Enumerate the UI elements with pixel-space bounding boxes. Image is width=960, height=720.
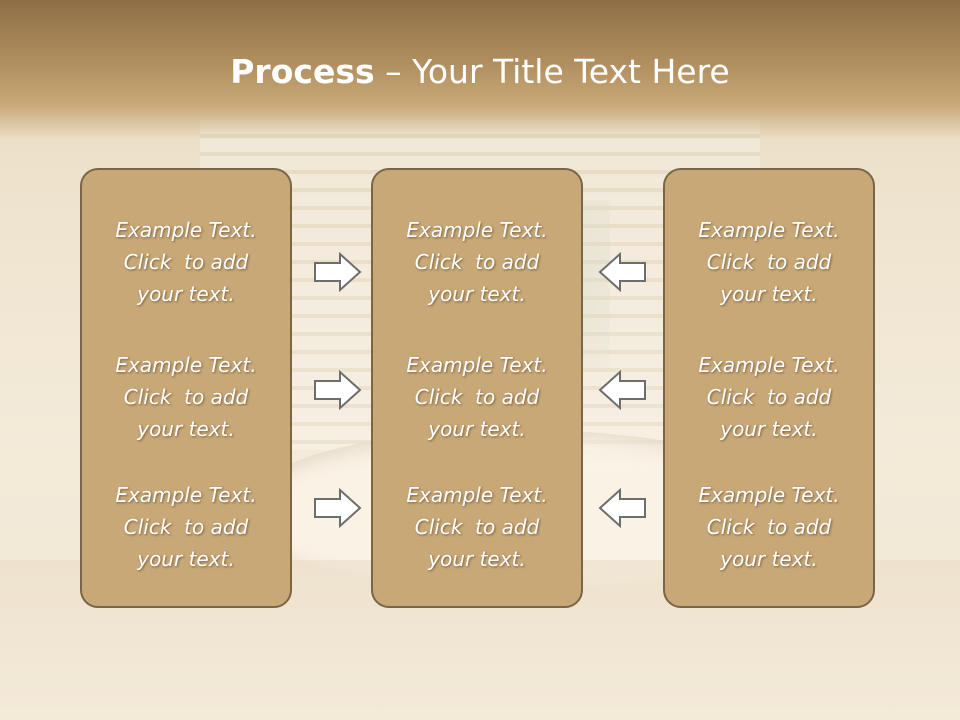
text-line: your text. xyxy=(720,547,818,571)
left-arrow-icon[interactable] xyxy=(597,488,647,528)
text-line: Example Text. xyxy=(406,483,548,507)
process-box-left[interactable]: Example Text. Click to add your text. Ex… xyxy=(80,168,292,608)
text-line: Click to add xyxy=(123,385,249,409)
text-line: Example Text. xyxy=(698,483,840,507)
text-line: Click to add xyxy=(123,515,249,539)
text-line: your text. xyxy=(720,417,818,441)
left-arrow-icon[interactable] xyxy=(597,252,647,292)
text-line: Click to add xyxy=(123,250,249,274)
slide-title[interactable]: Process – Your Title Text Here xyxy=(0,52,960,91)
text-block[interactable]: Example Text. Click to add your text. xyxy=(373,214,581,310)
right-arrow-icon[interactable] xyxy=(313,252,363,292)
right-arrow-icon[interactable] xyxy=(313,488,363,528)
title-bold: Process xyxy=(230,52,375,91)
process-box-middle[interactable]: Example Text. Click to add your text. Ex… xyxy=(371,168,583,608)
title-rest: – Your Title Text Here xyxy=(374,52,730,91)
text-block[interactable]: Example Text. Click to add your text. xyxy=(82,349,290,445)
text-line: Example Text. xyxy=(406,218,548,242)
text-line: your text. xyxy=(137,282,235,306)
text-line: Example Text. xyxy=(406,353,548,377)
text-line: Click to add xyxy=(414,385,540,409)
text-line: Click to add xyxy=(414,250,540,274)
text-line: your text. xyxy=(428,282,526,306)
text-line: your text. xyxy=(137,417,235,441)
text-line: your text. xyxy=(137,547,235,571)
left-arrow-icon[interactable] xyxy=(597,370,647,410)
text-line: Click to add xyxy=(414,515,540,539)
text-line: Click to add xyxy=(706,515,832,539)
text-block[interactable]: Example Text. Click to add your text. xyxy=(665,349,873,445)
title-bar xyxy=(0,0,960,140)
text-block[interactable]: Example Text. Click to add your text. xyxy=(665,479,873,575)
text-line: Example Text. xyxy=(698,218,840,242)
text-block[interactable]: Example Text. Click to add your text. xyxy=(82,214,290,310)
text-line: Click to add xyxy=(706,250,832,274)
text-line: Example Text. xyxy=(698,353,840,377)
process-box-right[interactable]: Example Text. Click to add your text. Ex… xyxy=(663,168,875,608)
text-block[interactable]: Example Text. Click to add your text. xyxy=(373,479,581,575)
text-line: Click to add xyxy=(706,385,832,409)
text-block[interactable]: Example Text. Click to add your text. xyxy=(82,479,290,575)
text-line: your text. xyxy=(428,417,526,441)
right-arrow-icon[interactable] xyxy=(313,370,363,410)
text-line: Example Text. xyxy=(115,218,257,242)
text-line: Example Text. xyxy=(115,353,257,377)
text-block[interactable]: Example Text. Click to add your text. xyxy=(665,214,873,310)
text-block[interactable]: Example Text. Click to add your text. xyxy=(373,349,581,445)
text-line: your text. xyxy=(720,282,818,306)
text-line: Example Text. xyxy=(115,483,257,507)
text-line: your text. xyxy=(428,547,526,571)
